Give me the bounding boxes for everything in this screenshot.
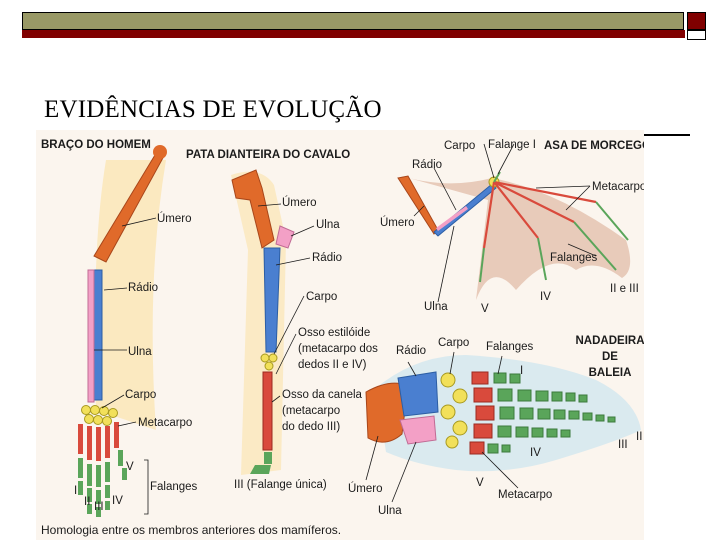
- bat-num-V: V: [481, 303, 489, 315]
- bat-membrane: [398, 175, 630, 300]
- whale-num-II: II: [636, 431, 642, 443]
- bat-heading: ASA DE MORCEGO: [544, 140, 644, 152]
- whale-label-umero: Úmero: [348, 482, 383, 495]
- human-label-carpo: Carpo: [125, 389, 156, 401]
- whale-label-falanges: Falanges: [486, 341, 534, 353]
- bat-label-carpo: Carpo: [444, 140, 475, 152]
- horse-label-carpo: Carpo: [306, 291, 337, 303]
- human-num-I: I: [74, 485, 77, 497]
- bat-num-IV: IV: [540, 291, 551, 303]
- homology-diagram: BRAÇO DO HOMEM Úmero Rádio Ulna Carpo Me…: [36, 130, 644, 540]
- whale-num-I: I: [520, 365, 523, 377]
- human-metacarpals: [78, 422, 119, 461]
- whale-label-radio: Rádio: [396, 345, 426, 357]
- whale-label-carpo: Carpo: [438, 337, 469, 349]
- corner-block: [687, 12, 706, 30]
- human-label-umero: Úmero: [157, 212, 192, 225]
- human-carpals: [82, 406, 118, 426]
- human-humerus-head: [153, 145, 167, 159]
- human-num-V: V: [126, 461, 134, 473]
- slide-title: EVIDÊNCIAS DE EVOLUÇÃO: [44, 96, 382, 124]
- whale-num-V: V: [476, 477, 484, 489]
- bat-label-radio: Rádio: [412, 159, 442, 171]
- whale-heading-2: DE: [602, 351, 618, 363]
- whale-heading-1: NADADEIRA: [576, 335, 645, 347]
- accent-bar: [22, 30, 685, 38]
- human-radius: [94, 270, 102, 400]
- human-num-IV: IV: [112, 495, 123, 507]
- bat-num-II-III: II e III: [610, 283, 639, 295]
- horse-label-estiloide-3: dedos II e IV): [298, 359, 367, 371]
- human-heading: BRAÇO DO HOMEM: [41, 139, 151, 151]
- human-num-II: II: [84, 496, 90, 508]
- figure-caption: Homologia entre os membros anteriores do…: [41, 523, 341, 537]
- whale-num-III: III: [618, 439, 628, 451]
- human-label-falanges: Falanges: [150, 481, 198, 493]
- whale-label-ulna: Ulna: [378, 505, 402, 517]
- bat-label-falange-I: Falange I: [488, 139, 536, 151]
- human-label-metacarpo: Metacarpo: [138, 417, 192, 429]
- horse-label-ulna: Ulna: [316, 219, 340, 231]
- horse-label-canela-1: Osso da canela: [282, 389, 363, 401]
- human-arm: [78, 145, 167, 517]
- human-ulna: [88, 270, 94, 402]
- horse-label-umero: Úmero: [282, 196, 317, 209]
- bat-label-falanges: Falanges: [550, 252, 598, 264]
- horse-label-estiloide-1: Osso estilóide: [298, 327, 370, 339]
- human-label-radio: Rádio: [128, 282, 158, 294]
- horse-label-radio: Rádio: [312, 252, 342, 264]
- whale-label-metacarpo: Metacarpo: [498, 489, 552, 501]
- whale-radius: [398, 372, 438, 416]
- horse-cannon-bone: [263, 372, 272, 450]
- horse-heading: PATA DIANTEIRA DO CAVALO: [186, 149, 350, 161]
- whale-heading-3: BALEIA: [589, 367, 632, 379]
- horse-label-canela-3: do dedo III): [282, 421, 340, 433]
- bat-label-ulna: Ulna: [424, 301, 448, 313]
- bat-label-umero: Úmero: [380, 216, 415, 229]
- horse-label-estiloide-2: (metacarpo dos: [298, 343, 378, 355]
- homology-figure: BRAÇO DO HOMEM Úmero Rádio Ulna Carpo Me…: [36, 130, 644, 540]
- horse-label-canela-2: (metacarpo: [282, 405, 340, 417]
- corner-block-white: [687, 30, 706, 40]
- whale-num-IV: IV: [530, 447, 541, 459]
- bat-ulna: [436, 206, 468, 231]
- horse-label-falange-unica: III (Falange única): [234, 479, 327, 491]
- human-label-ulna: Ulna: [128, 346, 152, 358]
- bat-label-metacarpo: Metacarpo: [592, 181, 644, 193]
- header-bar: [22, 12, 684, 30]
- human-num-III: III: [94, 501, 104, 513]
